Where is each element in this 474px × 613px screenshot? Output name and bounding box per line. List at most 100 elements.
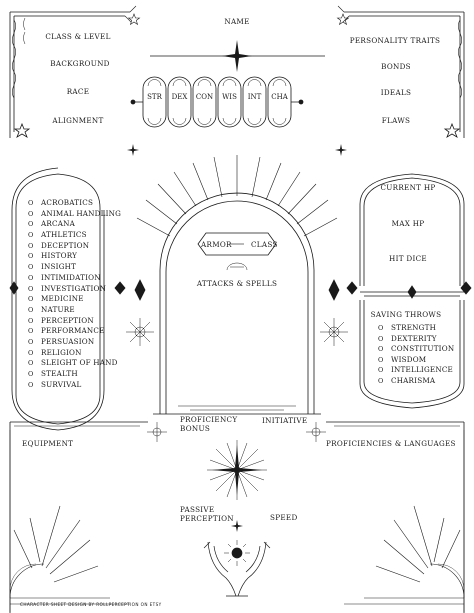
class-level-label: CLASS & LEVEL <box>45 32 111 41</box>
name-label: NAME <box>224 17 250 26</box>
skill-bullet: O <box>28 316 34 325</box>
skill-label: ATHLETICS <box>41 230 87 240</box>
skill-label: NATURE <box>41 304 75 314</box>
design-credit: CHARACTER SHEET DESIGN BY ROLLPERCEPTION… <box>20 602 162 607</box>
proficiency-label-line1: PROFICIENCY <box>180 415 238 424</box>
personality-traits-label: PERSONALITY TRAITS <box>349 36 441 45</box>
skill-bullet: O <box>28 263 34 272</box>
skill-label: HISTORY <box>41 251 78 261</box>
save-bullet: O <box>378 366 384 375</box>
initiative-label: INITIATIVE <box>262 416 308 425</box>
skill-label: SURVIVAL <box>41 379 82 389</box>
skill-label: PERSUASION <box>41 336 95 346</box>
skill-label: ARCANA <box>41 219 75 229</box>
skill-bullet: O <box>28 327 34 336</box>
skill-label: RELIGION <box>41 347 82 357</box>
hands-orb-icon <box>203 540 271 597</box>
compass-sun-icon <box>320 318 348 346</box>
skill-label: SLEIGHT OF HAND <box>41 358 118 368</box>
save-label: INTELLIGENCE <box>391 365 453 375</box>
list-item: O ATHLETICS <box>28 230 121 241</box>
save-bullet: O <box>378 345 384 354</box>
skill-bullet: O <box>28 295 34 304</box>
skill-label: STEALTH <box>41 369 78 378</box>
starburst-icon <box>207 440 267 500</box>
skill-label: PERFORMANCE <box>41 326 105 336</box>
list-item: O SURVIVAL <box>28 380 121 391</box>
hit-dice-label: HIT DICE <box>389 254 427 263</box>
skill-bullet: O <box>28 380 34 389</box>
list-item: O CONSTITUTION <box>378 344 454 355</box>
armor-label: ARMOR <box>201 240 232 249</box>
save-label: WISDOM <box>391 354 427 364</box>
skill-bullet: O <box>28 284 34 293</box>
skill-bullet: O <box>28 231 34 240</box>
saves-frame <box>359 300 465 409</box>
skill-bullet: O <box>28 209 34 218</box>
list-item: O HISTORY <box>28 251 121 262</box>
save-bullet: O <box>378 376 384 385</box>
flaws-label: FLAWS <box>381 116 411 125</box>
current-hp-label: CURRENT HP <box>380 183 436 192</box>
background-label: BACKGROUND <box>50 59 110 68</box>
star-icon <box>13 122 31 138</box>
ability-arches <box>130 76 304 128</box>
ability-arch <box>217 76 242 128</box>
save-label: CONSTITUTION <box>391 344 455 354</box>
ability-con: CON <box>195 93 214 101</box>
skill-bullet: O <box>28 252 34 261</box>
speed-label: SPEED <box>270 513 298 522</box>
list-item: O WISDOM <box>378 355 454 366</box>
bonds-label: BONDS <box>381 62 411 71</box>
star-icon <box>127 13 141 26</box>
star-icon <box>336 13 350 26</box>
class-label: CLASS <box>251 240 278 249</box>
top-left-frame <box>9 5 137 138</box>
passive-perception-label: PASSIVE PERCEPTION <box>180 505 234 523</box>
bottom-left-sun <box>9 505 130 605</box>
sparkle-icon <box>231 520 243 532</box>
save-bullet: O <box>378 334 384 343</box>
ability-wis: WIS <box>222 93 237 101</box>
proficiency-label-line2: BONUS <box>180 423 211 433</box>
skill-label: DECEPTION <box>41 240 90 250</box>
compass-sun-icon <box>147 422 167 442</box>
skill-bullet: O <box>28 199 34 207</box>
saving-throws-title: SAVING THROWS <box>370 310 442 319</box>
skill-bullet: O <box>28 241 34 250</box>
skill-label: ANIMAL HANDLING <box>41 208 122 218</box>
ability-arch <box>192 76 217 128</box>
ability-int: INT <box>247 93 262 101</box>
diamond-icon <box>346 281 358 295</box>
save-bullet: O <box>378 355 384 364</box>
compass-sun-icon <box>306 422 326 442</box>
diamond-icon <box>460 281 472 295</box>
top-right-frame <box>337 5 465 138</box>
list-item: O DECEPTION <box>28 241 121 252</box>
skill-label: INSIGHT <box>41 262 77 272</box>
diamond-icon <box>134 279 146 301</box>
bottom-right-sun <box>344 505 465 605</box>
passive-label-line1: PASSIVE <box>180 505 215 514</box>
skill-bullet: O <box>28 359 34 368</box>
alignment-label: ALIGNMENT <box>52 116 104 125</box>
attacks-spells-label: ATTACKS & SPELLS <box>196 279 278 288</box>
sparkle-icon <box>335 144 347 156</box>
vitals-frame <box>359 173 465 299</box>
skill-bullet: O <box>28 273 34 282</box>
diamond-icon <box>328 279 340 301</box>
ability-str: STR <box>147 93 162 101</box>
star-icon <box>443 122 461 138</box>
